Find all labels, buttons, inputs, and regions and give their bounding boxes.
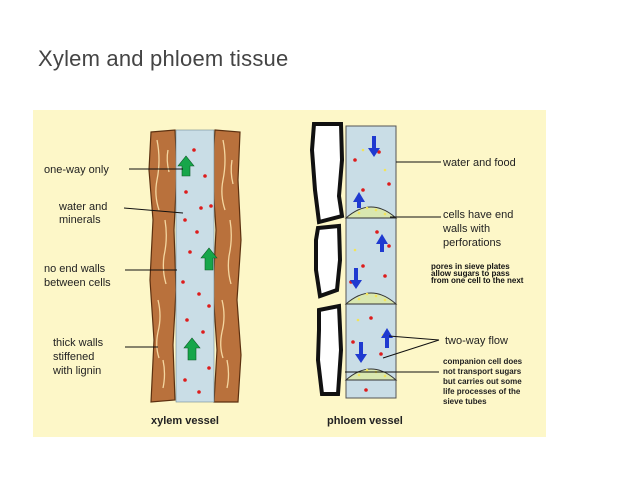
blue-down-arrow-icon bbox=[368, 136, 380, 157]
label-two-way-flow: two-way flow bbox=[445, 335, 508, 347]
label-pores-3: from one cell to the next bbox=[431, 276, 524, 285]
label-companion-5: sieve tubes bbox=[443, 397, 487, 406]
label-end-walls-3: perforations bbox=[443, 237, 502, 249]
xylem-leader-lines bbox=[123, 168, 184, 348]
blue-up-arrow-icon bbox=[376, 234, 388, 252]
label-pores-2: allow sugars to pass bbox=[431, 269, 510, 278]
green-up-arrow-icon bbox=[177, 155, 195, 177]
label-thick-walls-1: thick walls bbox=[53, 337, 104, 349]
companion-cell bbox=[314, 223, 343, 299]
label-companion-4: life processes of the bbox=[443, 387, 521, 396]
green-up-arrow-icon bbox=[183, 337, 201, 361]
label-companion-1: companion cell does bbox=[443, 357, 523, 366]
xylem-flow-arrows bbox=[177, 155, 218, 361]
xylem-phloem-diagram: one-way only water and minerals no end w… bbox=[33, 110, 546, 437]
label-water-and-food: water and food bbox=[442, 157, 516, 169]
label-water-and-minerals-1: water and bbox=[58, 201, 107, 213]
blue-down-arrow-icon bbox=[355, 342, 367, 363]
phloem-vessel-drawing bbox=[309, 122, 441, 399]
phloem-flow-arrows bbox=[350, 136, 393, 363]
label-thick-walls-2: stiffened bbox=[53, 351, 94, 363]
label-pores-1: pores in sieve plates bbox=[431, 262, 510, 271]
label-no-end-walls-2: between cells bbox=[44, 277, 111, 289]
label-companion-2: not transport sugars bbox=[443, 367, 522, 376]
blue-down-arrow-icon bbox=[350, 268, 362, 289]
label-end-walls-2: walls with bbox=[442, 223, 490, 235]
xylem-right-wall bbox=[211, 129, 242, 403]
blue-up-arrow-icon bbox=[353, 192, 365, 208]
xylem-vessel-drawing bbox=[123, 129, 242, 403]
label-water-and-minerals-2: minerals bbox=[59, 214, 101, 226]
label-one-way-only: one-way only bbox=[44, 164, 109, 176]
label-thick-walls-3: with lignin bbox=[52, 365, 101, 377]
blue-up-arrow-icon bbox=[381, 328, 393, 348]
sieve-plates bbox=[344, 206, 398, 381]
phloem-sugar-particles bbox=[349, 150, 391, 392]
label-end-walls-1: cells have end bbox=[443, 209, 513, 221]
diagram-background bbox=[33, 110, 546, 437]
caption-phloem-vessel: phloem vessel bbox=[327, 415, 403, 427]
label-companion-3: but carries out some bbox=[443, 377, 522, 386]
green-up-arrow-icon bbox=[200, 247, 218, 271]
label-no-end-walls-1: no end walls bbox=[44, 263, 106, 275]
wood-grain bbox=[155, 139, 234, 389]
caption-xylem-vessel: xylem vessel bbox=[151, 415, 219, 427]
phloem-leader-lines bbox=[345, 161, 441, 373]
phloem-lumen bbox=[345, 125, 397, 399]
companion-cell bbox=[315, 303, 344, 396]
slide-title: Xylem and phloem tissue bbox=[38, 46, 289, 71]
companion-cells bbox=[309, 122, 345, 396]
companion-cell bbox=[309, 122, 345, 225]
